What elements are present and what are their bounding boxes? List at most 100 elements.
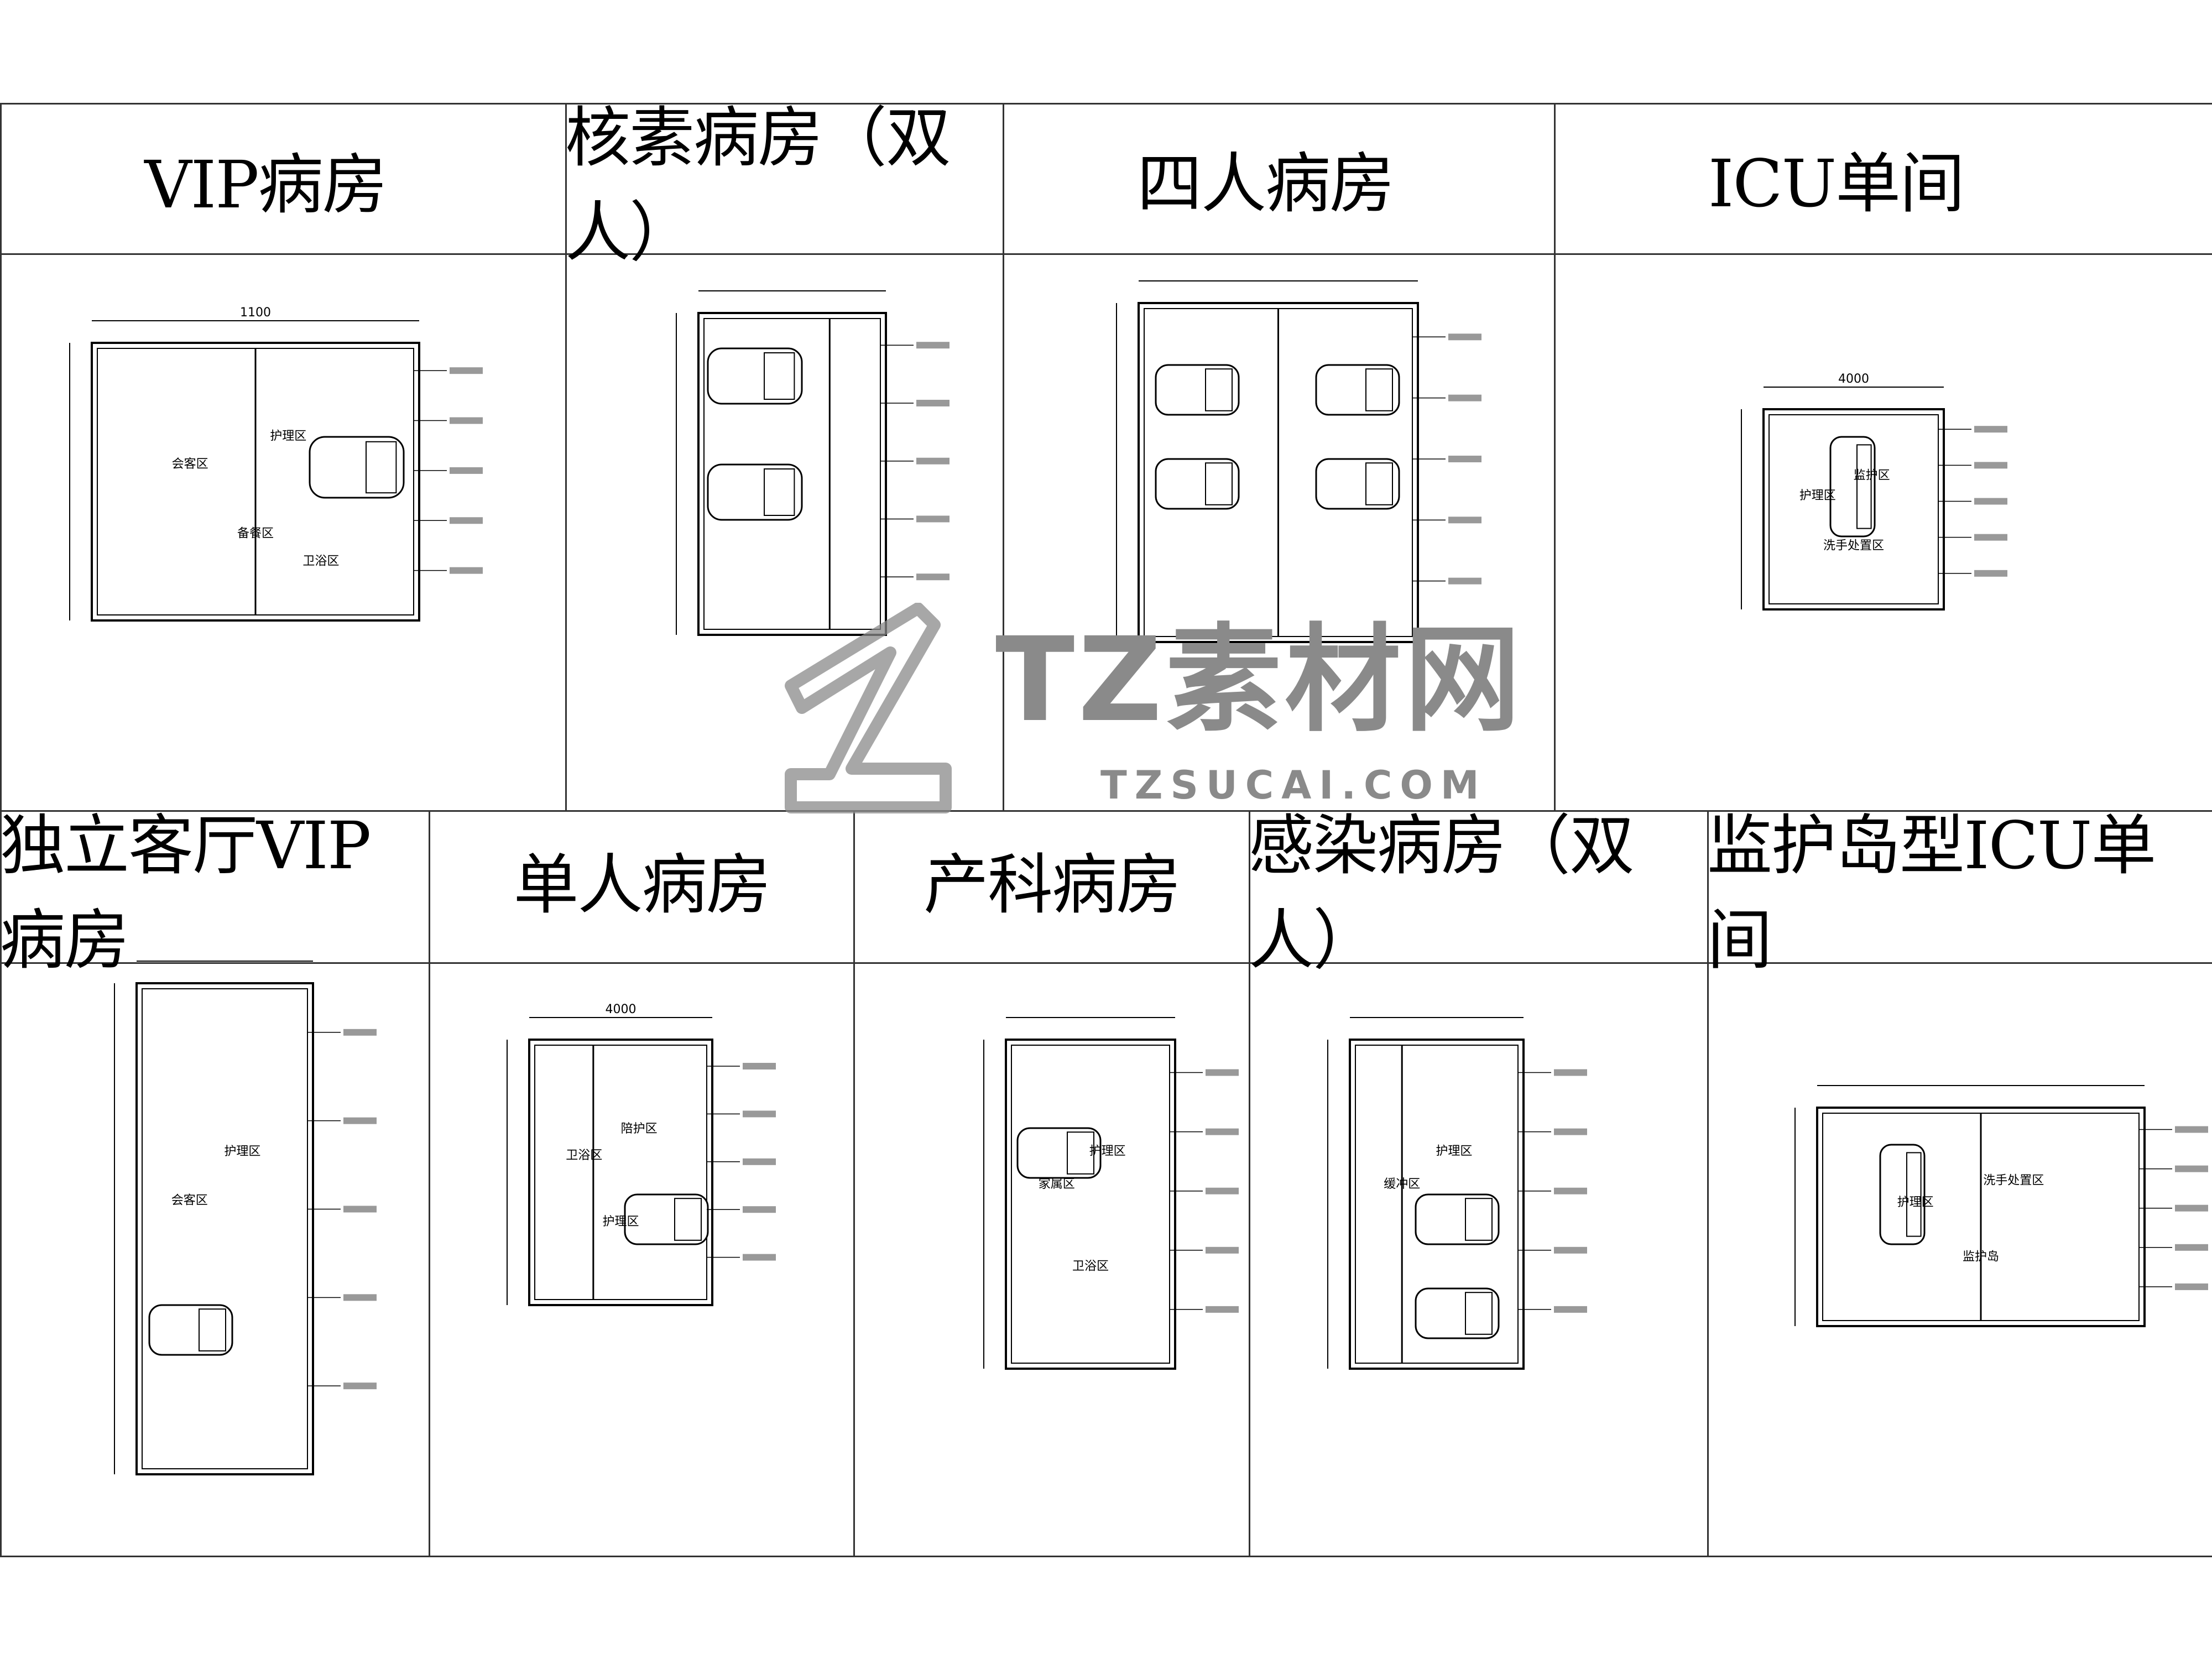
annotation-text-mark [1206, 1069, 1239, 1076]
annotation-text-mark [1206, 1187, 1239, 1194]
pillow-icon [1205, 368, 1233, 411]
bed-icon [1315, 364, 1400, 416]
room-label: 洗手处置区 [1823, 539, 1884, 552]
inner-wall [1011, 1045, 1170, 1364]
bed-icon [1415, 1287, 1500, 1339]
annotation-text-mark [916, 457, 950, 465]
pillow-icon [1205, 462, 1233, 505]
room-label: 监护岛 [1963, 1250, 1999, 1264]
pillow-icon [764, 468, 795, 516]
annotation-text-mark [743, 1063, 776, 1070]
annotation-text-mark [2175, 1126, 2208, 1133]
annotation-text-mark [916, 399, 950, 406]
room-label: 洗手处置区 [1983, 1173, 2044, 1187]
annotation-text-mark [1448, 577, 1481, 585]
outer-wall [1138, 302, 1419, 643]
pillow-icon [1465, 1198, 1493, 1241]
bed-icon [624, 1193, 709, 1245]
annotation-text-mark [450, 567, 483, 574]
annotation-text-mark [1206, 1246, 1239, 1254]
inner-wall [534, 1045, 707, 1300]
panel-island-icu [1707, 962, 2212, 1557]
annotation-text-mark [450, 467, 483, 474]
annotation-text-mark [1974, 462, 2007, 469]
title-vip-ward: VIP病房 [144, 147, 387, 223]
outer-wall [135, 982, 314, 1475]
room-label: 护理区 [270, 430, 306, 444]
annotation-text-mark [1554, 1128, 1587, 1135]
room-label: 备餐区 [237, 526, 274, 540]
outer-wall [697, 312, 887, 636]
annotation-text-mark [343, 1029, 377, 1036]
bed-icon [1829, 436, 1876, 538]
annotation-text-mark [743, 1110, 776, 1118]
annotation-text-mark [343, 1383, 377, 1390]
annotation-text-mark [916, 573, 950, 581]
dimension-label: 1100 [240, 306, 271, 320]
outer-wall [1349, 1039, 1525, 1370]
bed-icon [1016, 1127, 1102, 1179]
dimension-label: 4000 [1838, 372, 1869, 386]
bed-icon [309, 436, 405, 499]
annotation-text-mark [1448, 333, 1481, 341]
outer-wall [1005, 1039, 1176, 1370]
title-single-ward: 单人病房 [513, 846, 771, 923]
annotation-text-mark [450, 517, 483, 524]
annotation-text-mark [1206, 1306, 1239, 1313]
room-label: 卫浴区 [302, 555, 339, 568]
annotation-text-mark [916, 515, 950, 523]
title-island-icu: 监护岛型ICU单间 [1707, 807, 2156, 978]
watermark-url: TZSUCAI.COM [1100, 763, 1487, 808]
annotation-text-mark [450, 417, 483, 424]
pillow-icon [1365, 462, 1393, 505]
inner-wall [142, 988, 308, 1469]
annotation-text-mark [450, 367, 483, 374]
pillow-icon [1067, 1131, 1094, 1175]
outer-wall [91, 342, 420, 622]
room-label: 护理区 [1436, 1144, 1472, 1158]
room-label: 会客区 [171, 1194, 208, 1208]
pillow-icon [764, 352, 795, 400]
title-four-bed-ward: 四人病房 [1136, 145, 1395, 222]
watermark-brand: TZ素材网 [995, 612, 1524, 748]
annotation-text-mark [343, 1294, 377, 1301]
annotation-text-mark [1974, 534, 2007, 541]
annotation-text-mark [1974, 498, 2007, 505]
annotation-text-mark [1554, 1069, 1587, 1076]
pillow-icon [366, 441, 397, 494]
bed-icon [1415, 1193, 1500, 1245]
outer-wall [1816, 1107, 2146, 1327]
dimension-label: 4000 [606, 1003, 637, 1016]
annotation-text-mark [743, 1158, 776, 1165]
pillow-icon [1465, 1292, 1493, 1335]
room-label: 会客区 [172, 457, 208, 471]
annotation-text-mark [2175, 1204, 2208, 1212]
room-label: 护理区 [1089, 1144, 1126, 1158]
room-label: 陪护区 [621, 1122, 658, 1136]
bed-icon [1155, 458, 1240, 510]
annotation-text-mark [1974, 570, 2007, 577]
bed-icon [707, 347, 803, 405]
bed-icon [707, 463, 803, 521]
annotation-text-mark [1554, 1187, 1587, 1194]
bed-icon [1879, 1144, 1926, 1245]
room-label: 护理区 [224, 1145, 260, 1159]
annotation-text-mark [2175, 1165, 2208, 1172]
inner-wall [1355, 1045, 1519, 1364]
annotation-text-mark [1974, 426, 2007, 433]
room-label: 护理区 [602, 1215, 639, 1229]
room-label: 护理区 [1897, 1196, 1934, 1209]
inner-wall [1768, 414, 1939, 604]
annotation-text-mark [743, 1206, 776, 1213]
annotation-text-mark [343, 1206, 377, 1213]
annotation-text-mark [1554, 1306, 1587, 1313]
outer-wall [1762, 408, 1945, 611]
room-label: 监护区 [1854, 469, 1890, 483]
room-label: 卫浴区 [566, 1149, 602, 1162]
pillow-icon [1856, 444, 1872, 529]
annotation-text-mark [916, 342, 950, 349]
room-label: 卫浴区 [1072, 1260, 1109, 1274]
inner-wall [703, 318, 881, 630]
annotation-text-mark [1448, 517, 1481, 524]
